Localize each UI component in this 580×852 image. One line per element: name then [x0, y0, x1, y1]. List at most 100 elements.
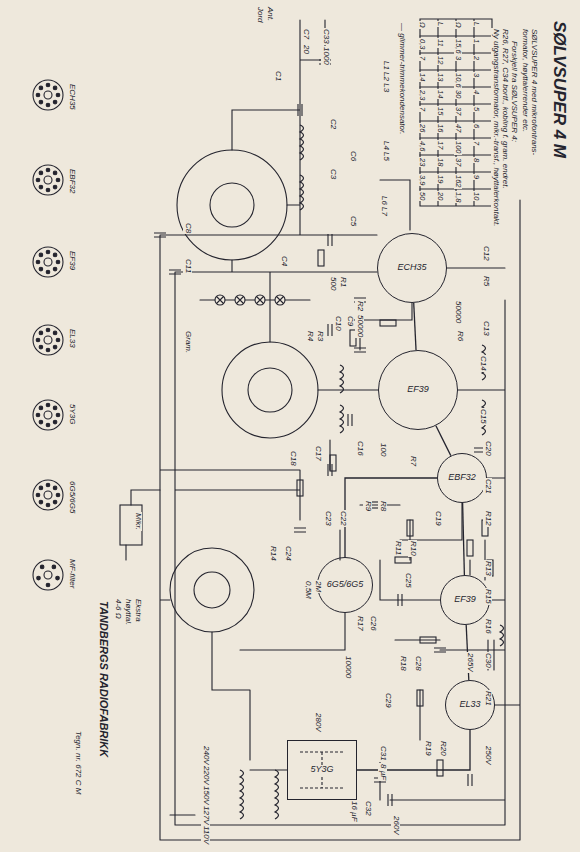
- table-cell: 2: [470, 55, 488, 61]
- part-label: Ant.: [264, 6, 282, 22]
- part-label: R13: [483, 560, 492, 577]
- part-label: 50000: [355, 314, 364, 338]
- table-cell: 26: [418, 123, 426, 133]
- table-rule: [420, 171, 492, 172]
- table-cell: 7: [416, 106, 434, 112]
- table-cell: 37: [452, 106, 470, 116]
- table-cell: 37: [454, 106, 462, 116]
- capacitor-symbol: [388, 794, 392, 806]
- part-label: C9: [345, 315, 354, 327]
- part-label: C17: [312, 445, 330, 462]
- table-cell: 26: [416, 123, 434, 133]
- table-cell: 11: [436, 38, 444, 48]
- part-label: C32: [363, 800, 372, 817]
- part-label: R21: [483, 690, 492, 707]
- signal-wire: [414, 303, 416, 350]
- part-label: R3: [315, 330, 324, 342]
- table-cell: 4,6: [418, 140, 426, 152]
- table-cell: 6: [470, 123, 488, 129]
- tube-type: EL33: [67, 328, 76, 349]
- part-label: C1: [272, 70, 290, 82]
- part-label: C10: [333, 315, 342, 332]
- table-cell: 23: [416, 157, 434, 167]
- part-label: C29: [382, 692, 400, 709]
- part-label: Gram.: [182, 330, 200, 354]
- part-label: Jord: [254, 6, 272, 24]
- tube-type: EF39: [406, 385, 430, 395]
- part-label: C28: [412, 655, 430, 672]
- note-text: Ny utgangstransformator, mikr.-transf., …: [490, 28, 508, 228]
- part-label: C3: [328, 168, 337, 180]
- part-label: R18: [397, 655, 415, 672]
- table-cell: 3: [454, 55, 462, 61]
- table-cell: 3,9: [418, 174, 426, 186]
- part-label: C19: [433, 510, 442, 527]
- table-cell: 100: [452, 140, 470, 155]
- part-label: 250V: [482, 745, 500, 766]
- table-rule: [420, 69, 492, 70]
- part-label: R10: [408, 540, 417, 557]
- part-label: 10000: [343, 655, 352, 679]
- table-cell: 8: [470, 157, 488, 163]
- table-cell: 4: [472, 89, 480, 95]
- part-label: Mikr.: [133, 512, 142, 531]
- note-text: Forskjell fra SØLVSUPER 4:: [509, 40, 518, 143]
- part-label: C32: [362, 800, 380, 817]
- tube-type: EF39: [67, 250, 76, 271]
- part-label: C6: [347, 150, 365, 162]
- tube-type: 6G5/6G5: [67, 480, 76, 514]
- tube-type: EL33: [66, 328, 84, 349]
- coil-note: L6 L7: [379, 195, 388, 217]
- capacitor-symbol: [398, 594, 402, 606]
- part-label: Jord: [255, 6, 264, 24]
- part-label: C19: [432, 510, 450, 527]
- table-cell: 3,9: [416, 174, 434, 186]
- signal-wire: [357, 730, 470, 770]
- part-label: Ekstra: [132, 598, 150, 623]
- table-cell: 37: [452, 157, 470, 167]
- part-label: Gram.: [183, 330, 192, 354]
- table-cell: 15,6: [454, 38, 462, 55]
- part-label: R11: [393, 540, 402, 556]
- part-label: C24: [283, 545, 292, 562]
- table-cell: 20: [434, 191, 452, 201]
- part-label: 250V: [483, 745, 492, 766]
- part-label: C16: [355, 440, 364, 457]
- coil-note: L1 L2 L3: [381, 60, 390, 93]
- tube-type: EL33: [458, 700, 481, 710]
- tube-symbol: EBF32: [437, 453, 487, 503]
- table-cell: 7: [418, 55, 426, 61]
- part-label: R2: [355, 300, 364, 312]
- part-label: 127V: [200, 805, 218, 826]
- table-cell: 47: [452, 123, 470, 133]
- part-label: 260V: [391, 815, 400, 836]
- coil-symbol: [340, 365, 344, 393]
- note-text: Ny utgangstransformator, mikr.-transf., …: [491, 28, 500, 228]
- part-label: C15: [477, 408, 495, 425]
- part-label: R4: [304, 330, 322, 342]
- table-cell: 20: [436, 191, 444, 201]
- tube-base-diagram: [33, 80, 63, 110]
- wave-switch: [177, 150, 287, 260]
- tube-type: ECH35: [67, 83, 76, 111]
- part-label: C22: [337, 510, 355, 527]
- table-cell: 0,3: [418, 38, 426, 50]
- part-label: R7: [407, 455, 425, 467]
- part-label: R9: [363, 500, 372, 512]
- part-label: C13: [481, 320, 490, 337]
- part-label: 127V: [201, 805, 210, 826]
- table-cell: 19: [434, 174, 452, 184]
- coil-note: — glimmer-trimmekondensator.: [396, 22, 414, 136]
- part-label: C22: [338, 510, 347, 527]
- table-cell: 3: [452, 55, 470, 61]
- part-label: C33: [320, 28, 338, 45]
- tube-base-diagram: [33, 480, 63, 510]
- part-label: C31: [377, 745, 395, 762]
- part-label: C33: [321, 28, 330, 45]
- coil-symbol: [340, 405, 344, 433]
- part-label: 240V: [201, 745, 210, 766]
- part-label: 240V: [200, 745, 218, 766]
- capacitor-symbol: [328, 324, 332, 336]
- part-label: C6: [348, 150, 357, 162]
- part-label: 110V: [200, 825, 218, 845]
